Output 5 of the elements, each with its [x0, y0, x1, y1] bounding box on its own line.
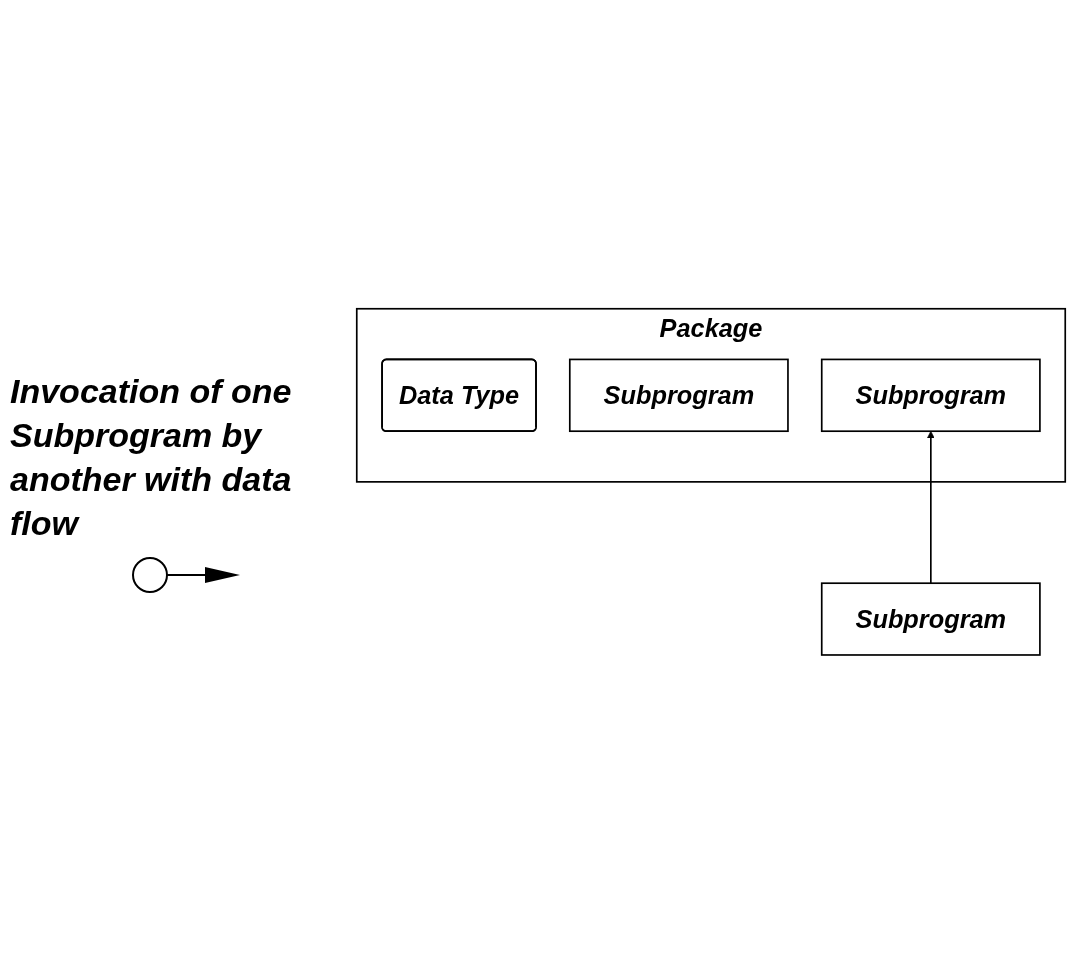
note-text: Invocation of one Subprogram by another with data flow — [10, 370, 293, 545]
node-box: Subprogram — [820, 358, 1041, 433]
arrow — [927, 431, 935, 585]
node-box: Subprogram — [820, 582, 1041, 656]
node-box: Subprogram — [568, 358, 789, 433]
